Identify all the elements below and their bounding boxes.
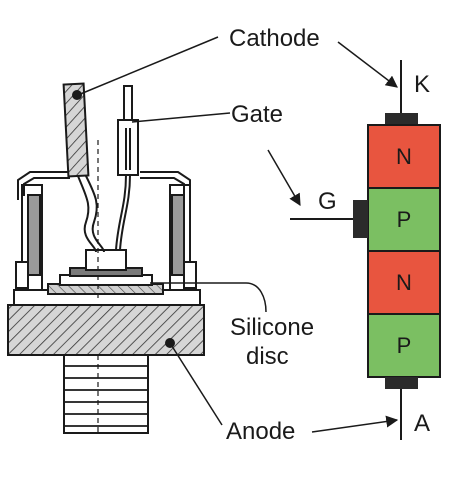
threaded-stud: [63, 354, 149, 434]
layer-p1-label: P: [397, 207, 412, 232]
gate-arrow: [267, 149, 301, 207]
anode-arrow: [311, 415, 399, 433]
terminal-a-label: A: [414, 410, 430, 437]
layer-n2-label: N: [396, 270, 412, 295]
layer-schematic: N P N P K G A: [290, 60, 441, 440]
cathode-lead: [62, 82, 105, 253]
silicone-leader: [150, 282, 267, 313]
disc-label: disc: [246, 343, 289, 370]
silicone-label: Silicone: [230, 314, 314, 341]
cathode-leader: [77, 36, 219, 96]
anode-contact: [385, 377, 418, 389]
housing: [15, 171, 197, 291]
cathode-label: Cathode: [229, 25, 320, 52]
gate-lead: [115, 85, 139, 251]
layer-p1: [367, 187, 441, 252]
gate-label: Gate: [231, 101, 283, 128]
layer-n2: [367, 250, 441, 315]
leader-lines: [77, 36, 267, 426]
terminal-k-label: K: [414, 71, 430, 98]
anode-leader: [169, 342, 223, 426]
layer-n1-label: N: [396, 144, 412, 169]
cathode-arrow: [337, 41, 398, 88]
gate-leader: [131, 112, 231, 123]
layer-n1: [367, 124, 441, 189]
cathode-contact: [385, 113, 418, 125]
anode-label: Anode: [226, 418, 295, 445]
layer-p2-label: P: [397, 333, 412, 358]
terminal-g-label: G: [318, 188, 337, 215]
package-cross-section: [7, 82, 205, 434]
gate-contact: [353, 200, 368, 238]
disc-stack: [47, 249, 164, 295]
layer-p2: [367, 313, 441, 378]
anode-base: [7, 304, 205, 356]
